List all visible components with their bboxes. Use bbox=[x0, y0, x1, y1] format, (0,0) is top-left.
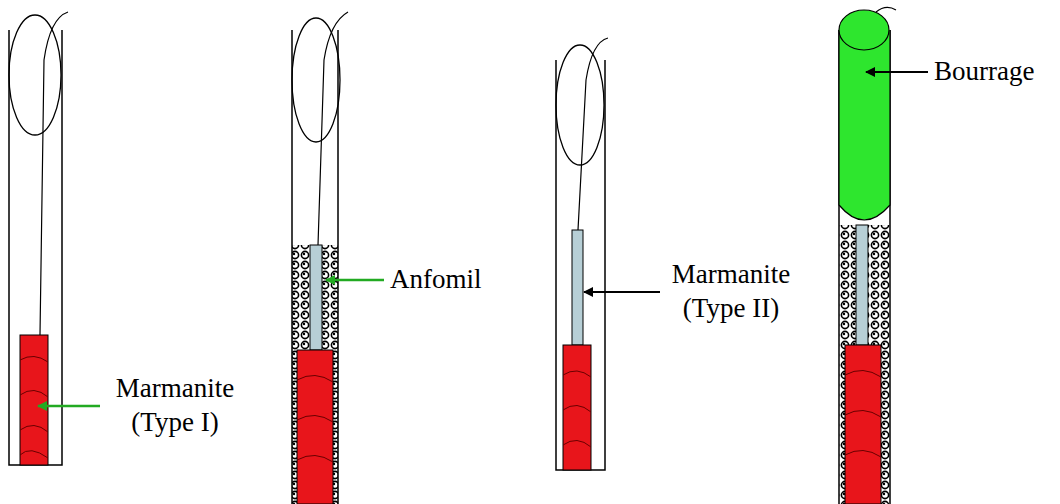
part-label: Marmanite (Type I) bbox=[105, 372, 245, 440]
part-label: Marmanite (Type II) bbox=[666, 258, 796, 326]
borehole-4 bbox=[839, 7, 928, 504]
part-label: Bourrage bbox=[934, 55, 1054, 89]
borehole-2 bbox=[292, 12, 384, 504]
borehole-3 bbox=[556, 38, 660, 470]
part-label: Anfomil bbox=[390, 263, 550, 297]
borehole-1 bbox=[9, 12, 100, 465]
